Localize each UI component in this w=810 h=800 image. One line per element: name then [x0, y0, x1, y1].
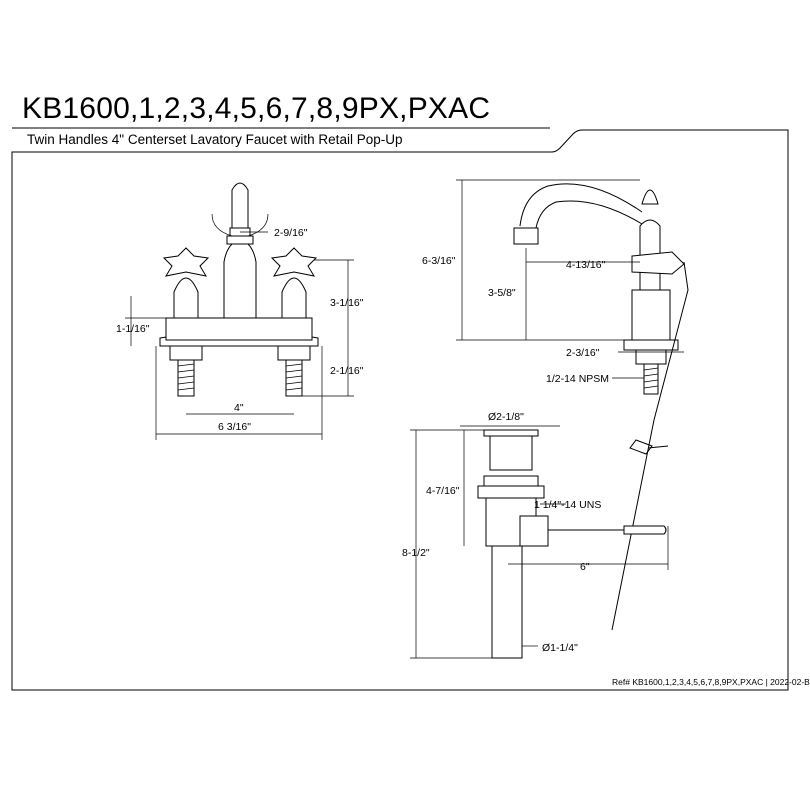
dim-spout-reach: 4-13/16" — [566, 259, 606, 271]
dim-tail-diameter: Ø1-1/4" — [542, 642, 578, 654]
drain-stopper-cap — [483, 429, 539, 437]
dim-shank-length: 2-1/16" — [330, 365, 364, 377]
side-deck-plate — [623, 339, 679, 351]
right-mount-nut — [277, 345, 311, 361]
dim-spout-offset: 2-9/16" — [274, 227, 308, 239]
side-body — [631, 289, 671, 341]
dim-thread-drain: 1 1/4"-14 UNS — [534, 499, 601, 511]
dim-rod-length: 6" — [580, 561, 590, 573]
right-cross-handle — [270, 247, 318, 277]
dim-center-spacing: 4" — [234, 402, 244, 414]
dim-upper-height: 4-7/16" — [426, 485, 460, 497]
front-spout-curve-right — [247, 213, 269, 237]
front-spout-arch — [231, 182, 249, 229]
side-spout-outer — [519, 183, 643, 227]
drain-view: Ø2-1/8" 4-7/16" 1 1/4"-14 UNS 8-1/2" 6" … — [402, 411, 669, 659]
drain-clevis — [623, 525, 667, 535]
front-spout-curve-left — [211, 213, 233, 237]
dim-overall-height-drain: 8-1/2" — [402, 547, 430, 559]
left-handle-body — [173, 277, 199, 319]
page-title: KB1600,1,2,3,4,5,6,7,8,9PX,PXAC — [22, 92, 491, 125]
drain-tailpiece — [491, 545, 523, 659]
page-subtitle: Twin Handles 4" Centerset Lavatory Fauce… — [27, 132, 403, 147]
left-shank-threads — [177, 363, 195, 391]
right-shank-threads — [285, 363, 303, 391]
drain-strap-screw — [647, 445, 669, 449]
side-shank-threads — [643, 367, 659, 389]
dim-base-height: 1-1/16" — [116, 323, 150, 335]
drain-flange — [489, 435, 533, 471]
dim-overall-height-side: 6-3/16" — [422, 255, 456, 267]
front-view: 2-9/16" 3-1/16" 1-1/16" 2-1/16" 4" 6 3/1… — [116, 182, 364, 440]
side-view: 6-3/16" 4-13/16" 3-5/8" 2-3/16" 1/2-14 N… — [422, 179, 689, 631]
drain-washer — [477, 485, 545, 499]
dim-base-depth: 2-3/16" — [566, 347, 600, 359]
dim-handle-height: 3-1/16" — [330, 297, 364, 309]
side-finial — [641, 189, 659, 205]
side-spout-inner — [535, 200, 643, 229]
dim-flange-diameter: Ø2-1/8" — [488, 411, 524, 423]
drain-lock-nut — [483, 475, 539, 487]
side-aerator — [513, 227, 539, 245]
dim-thread-side: 1/2-14 NPSM — [546, 373, 609, 385]
front-spout-column — [223, 243, 257, 319]
dim-overall-width: 6 3/16" — [218, 421, 251, 433]
dim-spout-height: 3-5/8" — [488, 287, 516, 299]
reference-code: Ref# KB1600,1,2,3,4,5,6,7,8,9PX,PXAC | 2… — [612, 677, 810, 687]
right-handle-body — [281, 277, 307, 319]
side-popup-lever — [611, 261, 689, 631]
drain-pivot-nut — [519, 515, 549, 547]
deck-base-line — [165, 317, 313, 341]
front-spout-collar — [226, 235, 254, 245]
left-cross-handle — [162, 247, 210, 277]
left-mount-nut — [169, 345, 203, 361]
drain-lift-rod-strap — [629, 439, 653, 455]
title-frame — [11, 129, 789, 691]
side-cross-handle — [631, 251, 685, 275]
